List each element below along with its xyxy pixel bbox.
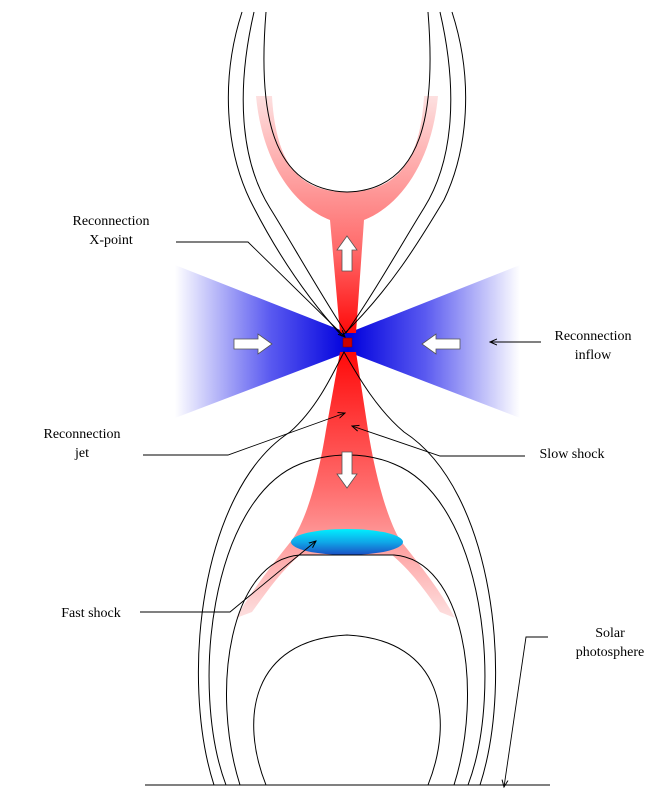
label-inflow: Reconnection inflow [554, 329, 632, 363]
x-point-marker [342, 337, 353, 348]
field-line-upper-inner [263, 11, 431, 193]
leader-jet [143, 413, 345, 456]
field-line-lower-inner [253, 634, 441, 786]
arrow-down-icon [336, 451, 358, 489]
fast-shock-ellipse [291, 529, 403, 555]
label-photosphere: Solar photosphere [575, 626, 645, 660]
field-line-lower-mid [226, 554, 468, 786]
outflow-upper-region [256, 96, 438, 333]
arrow-up-icon [336, 235, 358, 272]
label-slow-shock: Slow shock [539, 447, 605, 462]
field-line-lower-far [197, 350, 497, 786]
arrow-left-icon [421, 333, 461, 355]
leader-photosphere [504, 636, 548, 787]
leader-slow-shock [352, 426, 525, 457]
leader-fast-shock [140, 541, 316, 613]
label-jet: Reconnection jet [43, 427, 121, 461]
field-line-upper-outer [242, 11, 452, 334]
arrow-right-icon [233, 333, 273, 355]
label-x-point: Reconnection X-point [72, 214, 150, 248]
leader-x-point [176, 241, 345, 337]
label-fast-shock: Fast shock [61, 606, 121, 621]
